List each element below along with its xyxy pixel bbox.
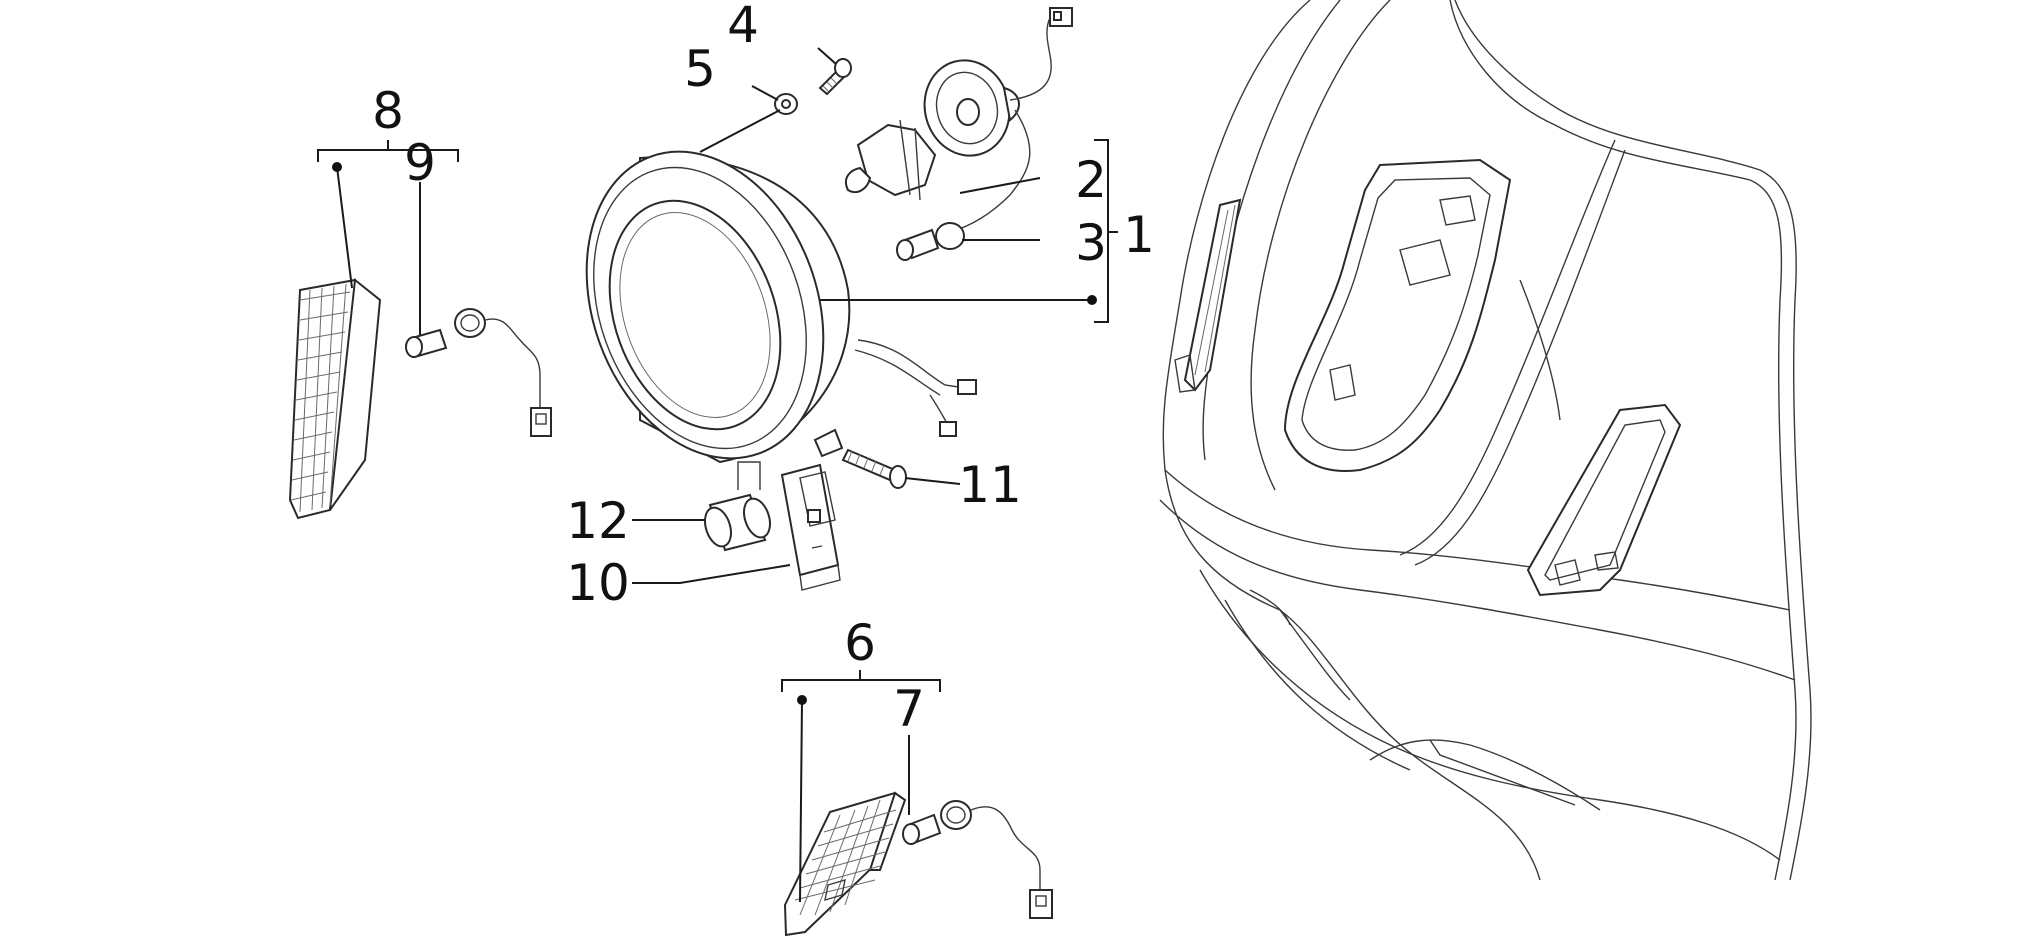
indicator-lens-8 bbox=[288, 278, 382, 520]
bracket-10 bbox=[780, 463, 841, 591]
headlamp-housing bbox=[585, 150, 977, 464]
label-6: 6 bbox=[844, 614, 876, 672]
label-12: 12 bbox=[566, 492, 630, 550]
headlamp-bulb bbox=[844, 119, 937, 201]
label-7: 7 bbox=[893, 680, 925, 738]
indicator-bulb-9 bbox=[405, 308, 552, 437]
washer-5 bbox=[774, 93, 798, 115]
front-shield bbox=[1159, 0, 1812, 881]
parking-bulb bbox=[896, 222, 965, 261]
label-5: 5 bbox=[684, 40, 716, 98]
label-1: 1 bbox=[1123, 206, 1155, 264]
indicator-lens-6 bbox=[783, 791, 907, 937]
socket-wiring bbox=[949, 7, 1073, 233]
label-10: 10 bbox=[566, 554, 630, 612]
label-2: 2 bbox=[1075, 151, 1107, 209]
label-4: 4 bbox=[727, 0, 759, 54]
indicator-bulb-7 bbox=[902, 800, 1053, 919]
bulb-socket bbox=[923, 59, 1020, 157]
label-9: 9 bbox=[404, 134, 436, 192]
screw-11 bbox=[841, 448, 907, 489]
label-3: 3 bbox=[1075, 214, 1107, 272]
screw-4 bbox=[818, 58, 852, 96]
leader-lines bbox=[317, 47, 1118, 903]
leader-dots bbox=[332, 162, 1097, 705]
spacer-12 bbox=[704, 461, 771, 552]
label-11: 11 bbox=[958, 456, 1022, 514]
label-8: 8 bbox=[372, 82, 404, 140]
